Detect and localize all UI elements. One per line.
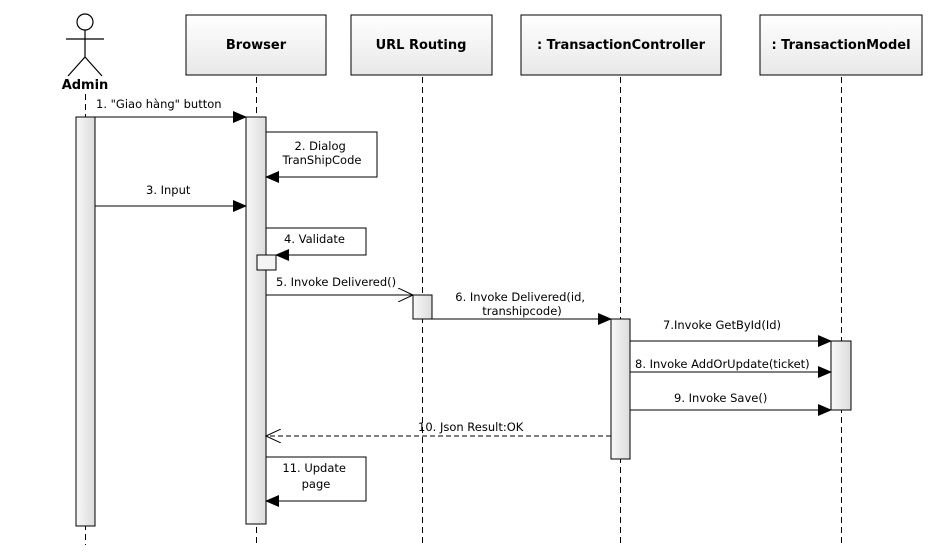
message-6-label: 6. Invoke Delivered(id, transhipcode) [455,290,588,318]
participant-browser: Browser [185,14,327,76]
message-1-label: 1. "Giao hàng" button [96,97,222,111]
message-7-label: 7.Invoke GetById(Id) [663,318,781,332]
controller-activation-bar [610,318,631,460]
participant-label: : TransactionController [537,38,706,53]
browser-validate-activation [256,254,277,271]
message-11-arrow [265,456,367,507]
message-2-label: 2. Dialog TranShipCode [282,139,362,167]
url-routing-activation-bar [412,294,433,320]
message-11-label: 11. Update page [282,461,349,491]
participant-url-routing: URL Routing [350,14,493,76]
message-2-arrow [265,131,378,183]
message-8-label: 8. Invoke AddOrUpdate(ticket) [635,357,810,371]
actor-label: Admin [62,78,109,93]
browser-activation-bar [245,116,267,525]
participant-label: Browser [226,38,287,53]
participant-label: URL Routing [376,38,467,53]
admin-actor-icon [66,13,104,77]
model-activation-bar [830,340,852,411]
message-4-label: 4. Validate [284,232,345,246]
admin-activation-bar [75,116,96,527]
message-3-label: 3. Input [146,183,191,197]
participant-transaction-controller: : TransactionController [520,14,722,76]
message-4-arrow [266,227,367,261]
participant-transaction-model: : TransactionModel [759,14,923,76]
message-5-label: 5. Invoke Delivered() [276,275,396,289]
participant-label: : TransactionModel [771,38,910,53]
message-10-label: 10. Json Result:OK [418,420,524,434]
message-9-label: 9. Invoke Save() [674,391,767,405]
